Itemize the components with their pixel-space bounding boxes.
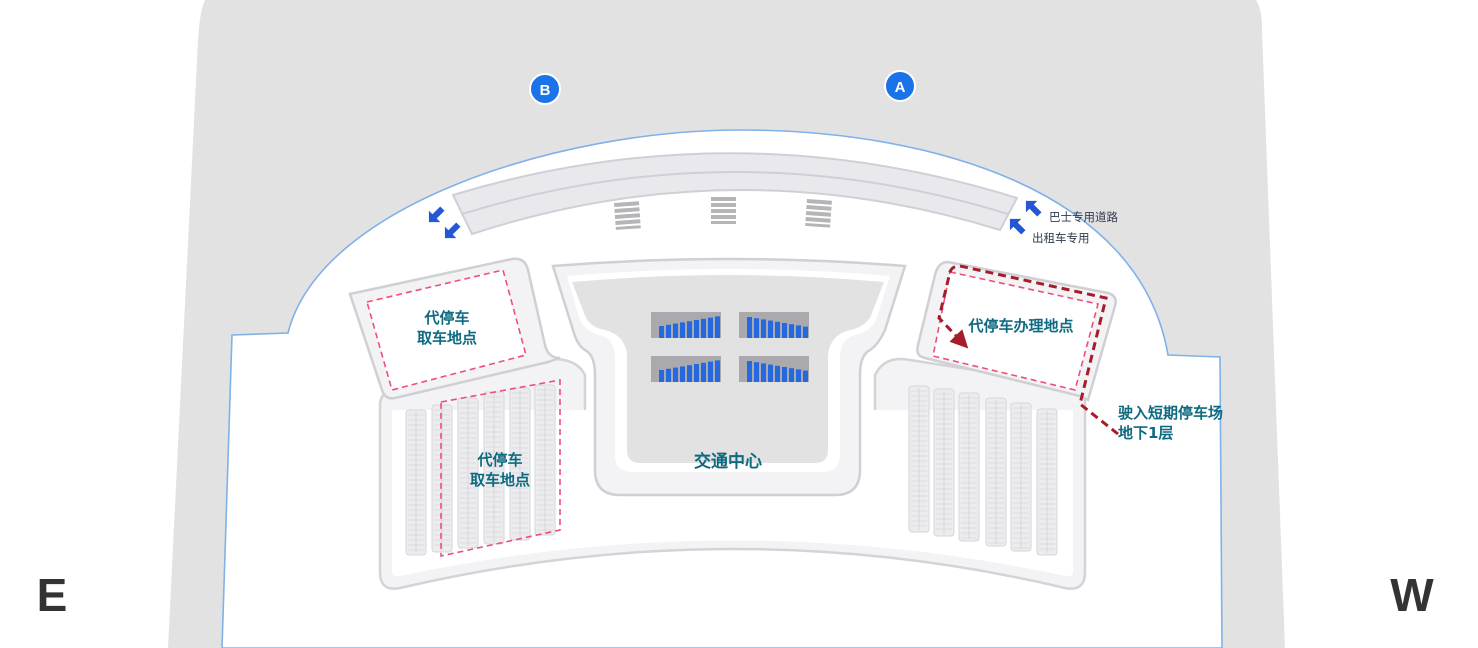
escalator-step <box>701 318 706 338</box>
parking-row <box>509 387 531 541</box>
escalator-block <box>739 356 809 382</box>
short-term-entry-label: 地下1层 <box>1118 424 1173 442</box>
arrow-bus-entry-icon <box>1025 200 1042 217</box>
escalator-step <box>775 321 780 338</box>
escalator-step <box>754 362 759 382</box>
escalator-step <box>796 325 801 338</box>
escalator-step <box>715 316 720 338</box>
escalator-step <box>687 321 692 338</box>
parking-row <box>1010 402 1032 552</box>
valet-pickup-lower-label: 取车地点 <box>470 471 530 489</box>
gate-b-marker[interactable]: B <box>529 73 561 105</box>
escalator-step <box>761 363 766 382</box>
escalator-step <box>673 323 678 338</box>
parking-row <box>534 384 556 536</box>
escalator-step <box>701 362 706 382</box>
elevated-roadway <box>451 152 1019 236</box>
escalator-step <box>680 322 685 338</box>
escalator-step <box>754 318 759 338</box>
parking-row <box>1036 408 1058 556</box>
parking-rows <box>405 384 1058 556</box>
escalator-step <box>768 320 773 338</box>
escalator-step <box>694 320 699 338</box>
valet-pickup-upper-label: 取车地点 <box>417 329 477 347</box>
escalator-step <box>694 364 699 382</box>
valet-service-label: 代停车办理地点 <box>967 317 1073 335</box>
escalator-step <box>666 324 671 338</box>
escalator-step <box>747 317 752 338</box>
valet-pickup-lower-label: 代停车 <box>476 451 522 469</box>
escalator-step <box>659 370 664 382</box>
escalator-step <box>708 317 713 338</box>
escalator-step <box>768 364 773 382</box>
parking-row <box>985 397 1007 547</box>
valet-pickup-upper-label: 代停车 <box>423 309 469 327</box>
escalator-step <box>775 365 780 382</box>
parking-row <box>405 409 427 556</box>
parking-row <box>933 388 955 537</box>
escalator-step <box>687 365 692 382</box>
parking-row <box>457 397 479 549</box>
escalator-step <box>796 369 801 382</box>
valet-pickup-zone-lower <box>440 379 561 557</box>
escalator-step <box>715 360 720 382</box>
escalator-step <box>659 326 664 338</box>
stairs-icons <box>614 197 832 230</box>
escalator-step <box>782 323 787 338</box>
escalator-block <box>739 312 809 338</box>
escalator-group <box>651 312 809 382</box>
transport-center-label: 交通中心 <box>694 451 762 472</box>
arrow-exit-icon <box>428 206 445 223</box>
escalator-step <box>789 324 794 338</box>
escalator-step <box>803 370 808 382</box>
gate-a-marker[interactable]: A <box>884 70 916 102</box>
svg-text:B: B <box>540 82 551 99</box>
svg-text:A: A <box>895 79 906 96</box>
escalator-step <box>666 368 671 382</box>
parking-row <box>958 392 980 542</box>
entry-route <box>937 264 1119 436</box>
short-term-entry-label: 驶入短期停车场 <box>1118 404 1223 422</box>
escalator-step <box>789 368 794 382</box>
escalator-block <box>651 312 721 338</box>
escalator-step <box>673 367 678 382</box>
escalator-step <box>761 319 766 338</box>
parking-row <box>431 404 453 553</box>
escalator-step <box>782 367 787 382</box>
escalator-step <box>747 361 752 382</box>
escalator-block <box>651 356 721 382</box>
bus-road-label: 巴士专用道路 <box>1049 210 1118 224</box>
parking-row <box>908 385 930 533</box>
escalator-step <box>680 366 685 382</box>
compass-west: W <box>1390 569 1434 621</box>
taxi-road-label: 出租车专用 <box>1032 231 1090 245</box>
escalator-step <box>708 361 713 382</box>
escalator-step <box>803 326 808 338</box>
arrow-exit-icon <box>444 222 461 239</box>
compass-east: E <box>37 569 68 621</box>
arrow-taxi-entry-icon <box>1009 218 1026 235</box>
